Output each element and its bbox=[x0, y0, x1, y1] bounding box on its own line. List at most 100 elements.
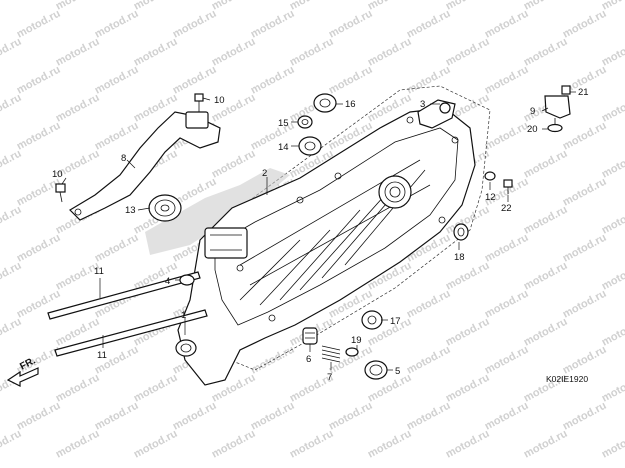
callout-1: 1 bbox=[181, 310, 186, 321]
watermark-text: motod.ru bbox=[327, 400, 375, 433]
watermark-text: motod.ru bbox=[0, 36, 24, 69]
o-ring-19 bbox=[345, 347, 359, 357]
watermark-text: motod.ru bbox=[93, 232, 141, 265]
watermark-text: motod.ru bbox=[93, 120, 141, 153]
watermark-text: motod.ru bbox=[288, 36, 336, 69]
watermark-text: motod.ru bbox=[54, 428, 102, 461]
callout-11-bottom: 11 bbox=[97, 350, 107, 361]
watermark-text: motod.ru bbox=[288, 428, 336, 461]
watermark-text: motod.ru bbox=[54, 372, 102, 405]
watermark-text: motod.ru bbox=[522, 428, 570, 461]
callout-6: 6 bbox=[306, 354, 311, 365]
watermark-text: motod.ru bbox=[15, 400, 63, 433]
watermark-text: motod.ru bbox=[132, 0, 180, 13]
watermark-text: motod.ru bbox=[0, 428, 24, 461]
crankcase-1 bbox=[175, 107, 476, 386]
drain-cap-5 bbox=[364, 360, 388, 380]
bearing-14 bbox=[298, 136, 322, 156]
watermark-text: motod.ru bbox=[483, 64, 531, 97]
dowel-4 bbox=[179, 274, 195, 286]
bolt-10-top bbox=[194, 93, 204, 112]
bearing-16 bbox=[313, 93, 337, 113]
watermark-text: motod.ru bbox=[366, 428, 414, 461]
watermark-text: motod.ru bbox=[171, 400, 219, 433]
watermark-text: motod.ru bbox=[444, 372, 492, 405]
watermark-text: motod.ru bbox=[93, 400, 141, 433]
callout-15: 15 bbox=[278, 118, 289, 129]
callout-18: 18 bbox=[454, 252, 465, 263]
watermark-text: motod.ru bbox=[366, 36, 414, 69]
watermark-text: motod.ru bbox=[561, 176, 609, 209]
washer-12 bbox=[484, 171, 496, 181]
watermark-text: motod.ru bbox=[444, 0, 492, 13]
watermark-text: motod.ru bbox=[327, 64, 375, 97]
crankcase-dashed-outline bbox=[209, 85, 491, 371]
watermark-text: motod.ru bbox=[522, 148, 570, 181]
callout-22: 22 bbox=[501, 203, 512, 214]
watermark-text: motod.ru bbox=[522, 316, 570, 349]
callout-10-left: 10 bbox=[52, 169, 63, 180]
watermark-text: motod.ru bbox=[600, 36, 625, 69]
watermark-text: motod.ru bbox=[444, 428, 492, 461]
watermark-text: motod.ru bbox=[249, 400, 297, 433]
callout-2: 2 bbox=[262, 168, 267, 179]
sensor-9 bbox=[544, 85, 571, 125]
watermark-text: motod.ru bbox=[249, 120, 297, 153]
callout-13: 13 bbox=[125, 205, 136, 216]
callout-12: 12 bbox=[485, 192, 496, 203]
watermark-text: motod.ru bbox=[405, 64, 453, 97]
bearing-13 bbox=[148, 194, 182, 222]
watermark-text: motod.ru bbox=[444, 260, 492, 293]
watermark-text: motod.ru bbox=[405, 400, 453, 433]
watermark-text: motod.ru bbox=[54, 0, 102, 13]
watermark-text: motod.ru bbox=[0, 260, 24, 293]
watermark-text: motod.ru bbox=[54, 92, 102, 125]
watermark-text: motod.ru bbox=[93, 64, 141, 97]
callout-17: 17 bbox=[390, 316, 401, 327]
watermark-text: motod.ru bbox=[522, 0, 570, 13]
watermark-text: motod.ru bbox=[522, 260, 570, 293]
seal-17 bbox=[361, 310, 383, 330]
watermark-text: motod.ru bbox=[15, 120, 63, 153]
watermark-text: motod.ru bbox=[327, 8, 375, 41]
watermark-text: motod.ru bbox=[15, 64, 63, 97]
seal-18 bbox=[453, 223, 469, 241]
watermark-text: motod.ru bbox=[561, 288, 609, 321]
watermark-text: motod.ru bbox=[561, 232, 609, 265]
watermark-text: motod.ru bbox=[483, 8, 531, 41]
watermark-text: motod.ru bbox=[561, 400, 609, 433]
callout-21: 21 bbox=[578, 87, 589, 98]
watermark-text: motod.ru bbox=[405, 344, 453, 377]
watermark-text: motod.ru bbox=[444, 316, 492, 349]
watermark-text: motod.ru bbox=[483, 120, 531, 153]
watermark-text: motod.ru bbox=[171, 8, 219, 41]
watermark-text: motod.ru bbox=[600, 316, 625, 349]
watermark-text: motod.ru bbox=[366, 0, 414, 13]
watermark-text: motod.ru bbox=[561, 344, 609, 377]
watermark-text: motod.ru bbox=[15, 232, 63, 265]
stud-bolts-11 bbox=[47, 271, 208, 357]
seal-15 bbox=[297, 115, 313, 129]
watermark-text: motod.ru bbox=[483, 232, 531, 265]
callout-8: 8 bbox=[121, 153, 126, 164]
bracket-8 bbox=[69, 111, 221, 221]
gasket-2 bbox=[145, 168, 290, 255]
watermark-text: motod.ru bbox=[132, 36, 180, 69]
watermark-text: motod.ru bbox=[54, 36, 102, 69]
watermark-text: motod.ru bbox=[483, 288, 531, 321]
watermark-text: motod.ru bbox=[0, 92, 24, 125]
bolt-10-left bbox=[55, 183, 66, 203]
watermark-text: motod.ru bbox=[0, 148, 24, 181]
watermark-text: motod.ru bbox=[405, 288, 453, 321]
strainer-6 bbox=[302, 327, 318, 345]
watermark-text: motod.ru bbox=[15, 8, 63, 41]
callout-14: 14 bbox=[278, 142, 289, 153]
watermark-text: motod.ru bbox=[249, 8, 297, 41]
callout-9: 9 bbox=[530, 106, 535, 117]
watermark-text: motod.ru bbox=[483, 400, 531, 433]
watermark-text: motod.ru bbox=[600, 372, 625, 405]
bolt-22 bbox=[503, 179, 513, 194]
watermark-text: motod.ru bbox=[444, 36, 492, 69]
watermark-text: motod.ru bbox=[210, 148, 258, 181]
